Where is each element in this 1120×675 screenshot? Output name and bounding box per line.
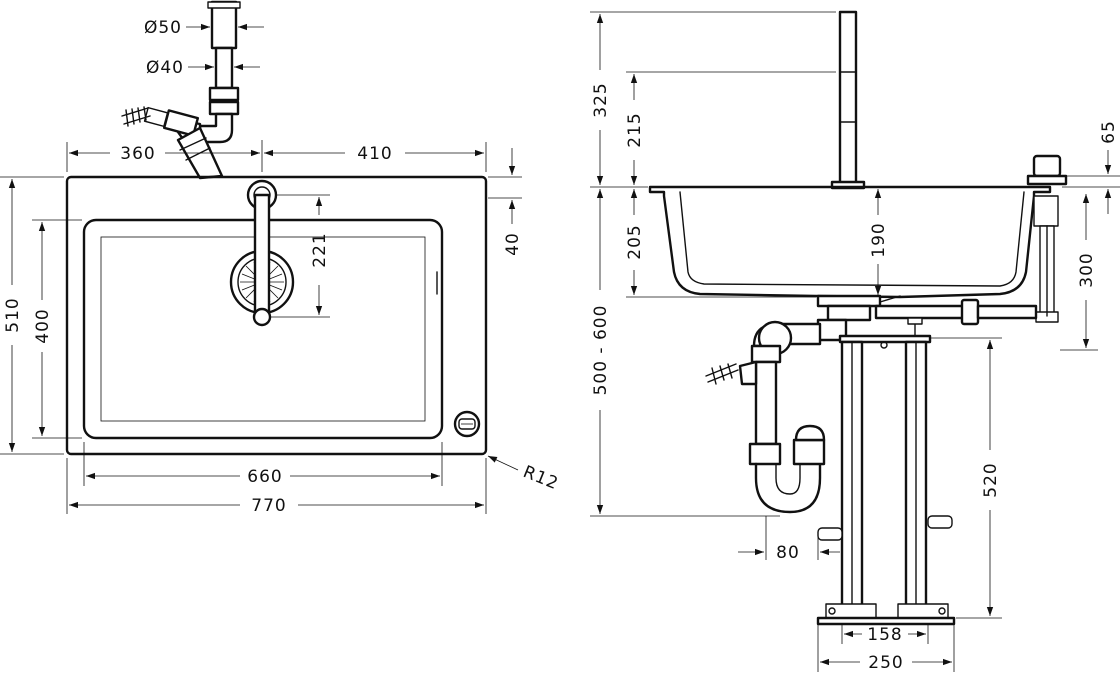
overflow-outlet — [453, 410, 481, 438]
top-view: Ø50 Ø40 360 410 510 — [0, 0, 561, 516]
dim-bowl-height: 205 — [625, 224, 645, 259]
soap-dispenser — [1026, 154, 1068, 323]
dim-frame-height: 520 — [981, 462, 1001, 497]
dim-foot-outer-width: 250 — [868, 653, 903, 673]
support-frame — [816, 317, 956, 626]
dim-corner-radius: R12 — [520, 462, 561, 494]
overflow-hose — [121, 106, 224, 180]
dim-bowl-width: 660 — [247, 467, 282, 487]
siphon-trap — [705, 318, 848, 514]
dim-tap-to-right-edge: 410 — [357, 144, 392, 164]
dim-dispenser-below-rim: 300 — [1077, 252, 1097, 287]
dim-spout-height: 215 — [625, 112, 645, 147]
dim-spout-reach: 221 — [310, 232, 330, 267]
dim-foot-inner-width: 158 — [867, 625, 902, 645]
dim-overall-depth: 510 — [3, 297, 23, 332]
tap-side — [830, 10, 866, 190]
dim-trap-offset: 80 — [776, 543, 800, 563]
tap-spout — [246, 179, 278, 327]
side-view: 325 215 205 500 - 600 190 65 — [590, 10, 1120, 673]
dim-overall-width: 770 — [251, 496, 286, 516]
dim-waste-inner-diameter: Ø40 — [146, 58, 184, 78]
dim-bowl-depth: 400 — [33, 308, 53, 343]
dim-worktop-height-range: 500 - 600 — [591, 305, 611, 396]
waste-pipe — [198, 0, 241, 144]
overflow-pipe — [874, 298, 1038, 326]
dim-tap-to-left-edge: 360 — [120, 144, 155, 164]
side-view-dimensions: 325 215 205 500 - 600 190 65 — [590, 11, 1120, 673]
dim-dispenser-height: 65 — [1099, 120, 1119, 144]
dim-tap-total-height: 325 — [591, 82, 611, 117]
dim-tap-setback: 40 — [503, 232, 523, 256]
sink-outer-frame — [65, 175, 488, 456]
sink-cross-section — [648, 185, 1052, 322]
top-view-dimensions: Ø50 Ø40 360 410 510 — [0, 18, 561, 516]
dim-bowl-inner-depth: 190 — [869, 222, 889, 257]
dim-waste-outer-diameter: Ø50 — [144, 18, 182, 38]
